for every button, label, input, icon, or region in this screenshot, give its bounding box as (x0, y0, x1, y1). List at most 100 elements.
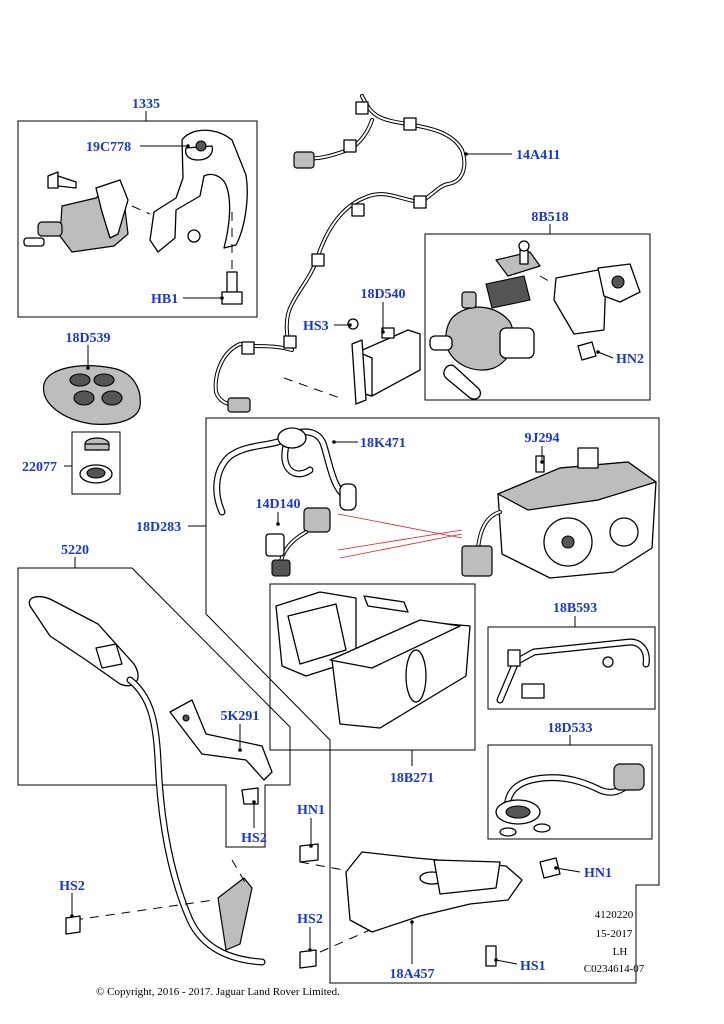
label-18K471[interactable]: 18K471 (360, 436, 406, 451)
cover-right-window (405, 649, 427, 703)
meta-ref: C0234614-07 (584, 963, 645, 975)
connector-14D140-tip (271, 559, 291, 577)
label-HN1-left[interactable]: HN1 (297, 803, 325, 818)
label-8B518[interactable]: 8B518 (531, 210, 568, 225)
harness-clip-7 (241, 341, 255, 355)
label-HB1[interactable]: HB1 (151, 292, 178, 307)
dash-1335-b (131, 205, 151, 215)
pump-strap-lower (485, 275, 531, 309)
label-22077[interactable]: 22077 (22, 460, 57, 475)
label-14A411[interactable]: 14A411 (516, 148, 560, 163)
meta-code: 4120220 (595, 909, 634, 921)
part-14D140-connector (265, 507, 331, 577)
label-18B593[interactable]: 18B593 (553, 601, 597, 616)
pump-flange-hole (611, 275, 625, 289)
pump-outlet (429, 335, 453, 351)
bracket-1335-hole (195, 140, 207, 152)
bracket-1335 (149, 129, 248, 253)
label-9J294[interactable]: 9J294 (525, 431, 560, 446)
red-leader-3 (337, 513, 463, 539)
label-18A457[interactable]: 18A457 (389, 967, 434, 982)
part-1335-assembly (23, 129, 248, 305)
meta-date: 15-2017 (596, 928, 633, 940)
heater-lead-inner (477, 511, 501, 549)
dash-8B518 (539, 275, 555, 285)
module-bracket (351, 339, 367, 405)
label-HS2-mid[interactable]: HS2 (241, 831, 267, 846)
nut-HN1-left (299, 843, 319, 863)
seal-cap-side (84, 443, 110, 451)
label-5K291[interactable]: 5K291 (221, 709, 260, 724)
label-HS2-left[interactable]: HS2 (59, 879, 85, 894)
remote-button-4 (101, 390, 123, 406)
leader-HN1-right-dot (554, 866, 558, 870)
leader-18D540-dot (381, 330, 385, 334)
label-HS3[interactable]: HS3 (303, 319, 329, 334)
label-14D140[interactable]: 14D140 (255, 497, 300, 512)
part-5220-exhaust (28, 595, 266, 966)
exhaust-clamp (95, 643, 123, 669)
pump-motor (499, 327, 535, 359)
label-HN1-right[interactable]: HN1 (584, 866, 612, 881)
leader-HB1-dot (220, 296, 224, 300)
dash-5220-a (73, 899, 215, 921)
nut-HN1-right (539, 857, 561, 879)
label-18D539[interactable]: 18D539 (65, 331, 110, 346)
label-18D533[interactable]: 18D533 (547, 721, 592, 736)
frame-18B593 (487, 626, 656, 710)
label-18D283[interactable]: 18D283 (136, 520, 181, 535)
harness-clip-1 (355, 101, 369, 115)
frame-18D283 (205, 417, 660, 984)
bolt-HB1-head (221, 291, 243, 305)
nut-HN2-top (577, 341, 597, 361)
heater-mount (577, 447, 599, 469)
leader-18K471-dot (332, 440, 336, 444)
duct-18D533-port-inner (505, 805, 531, 819)
pump-bracket (553, 269, 607, 335)
label-18D540[interactable]: 18D540 (360, 287, 405, 302)
heater-fan-hub (561, 535, 575, 549)
leader-9J294-dot (540, 460, 544, 464)
duct-18D533-clamp-a (499, 827, 517, 837)
bolt-HS2-bottom (299, 949, 317, 969)
label-18B271[interactable]: 18B271 (390, 771, 434, 786)
label-1335[interactable]: 1335 (132, 97, 160, 112)
leader-lines (64, 111, 614, 965)
leader-HS1-dot (494, 958, 498, 962)
label-HN2-top[interactable]: HN2 (616, 352, 644, 367)
copyright-text: © Copyright, 2016 - 2017. Jaguar Land Ro… (96, 986, 340, 998)
pump-strap-upper (495, 251, 541, 277)
frame-5220 (17, 567, 291, 848)
dash-harness (283, 377, 341, 399)
leader-14D140-dot (276, 522, 280, 526)
harness-clip-8 (343, 139, 357, 153)
label-HS1[interactable]: HS1 (520, 959, 546, 974)
label-5220[interactable]: 5220 (61, 543, 89, 558)
label-19C778[interactable]: 19C778 (86, 140, 131, 155)
part-14A411-harness (213, 94, 467, 413)
part-8B518-assembly (429, 240, 641, 400)
heater-bolt (535, 455, 545, 473)
meta-side: LH (613, 946, 628, 958)
frame-8B518 (424, 233, 651, 401)
part-18D539-remote (43, 365, 141, 425)
solenoid-neck (37, 221, 63, 237)
harness-clip-5 (311, 253, 325, 267)
red-leaders (337, 513, 463, 559)
duct-18D533-coupling (613, 763, 645, 791)
connector-14D140-body (303, 507, 331, 533)
cover-right-top (329, 619, 461, 669)
hose-18K471-coupling (277, 427, 307, 449)
exhaust-pipe-inner (127, 677, 265, 965)
part-18D533-duct (495, 763, 645, 837)
leader-HS2-mid-dot (252, 800, 256, 804)
frame-22077 (71, 431, 121, 495)
bolt-HS2-left (65, 915, 81, 935)
part-22077-seals (79, 437, 113, 484)
harness-connector-a (293, 151, 315, 169)
leader-HN2-top-dot (596, 350, 600, 354)
label-HS2-bottom[interactable]: HS2 (297, 912, 323, 927)
hose-18K471-end (339, 483, 357, 511)
bracket-1335-tab (184, 145, 214, 161)
